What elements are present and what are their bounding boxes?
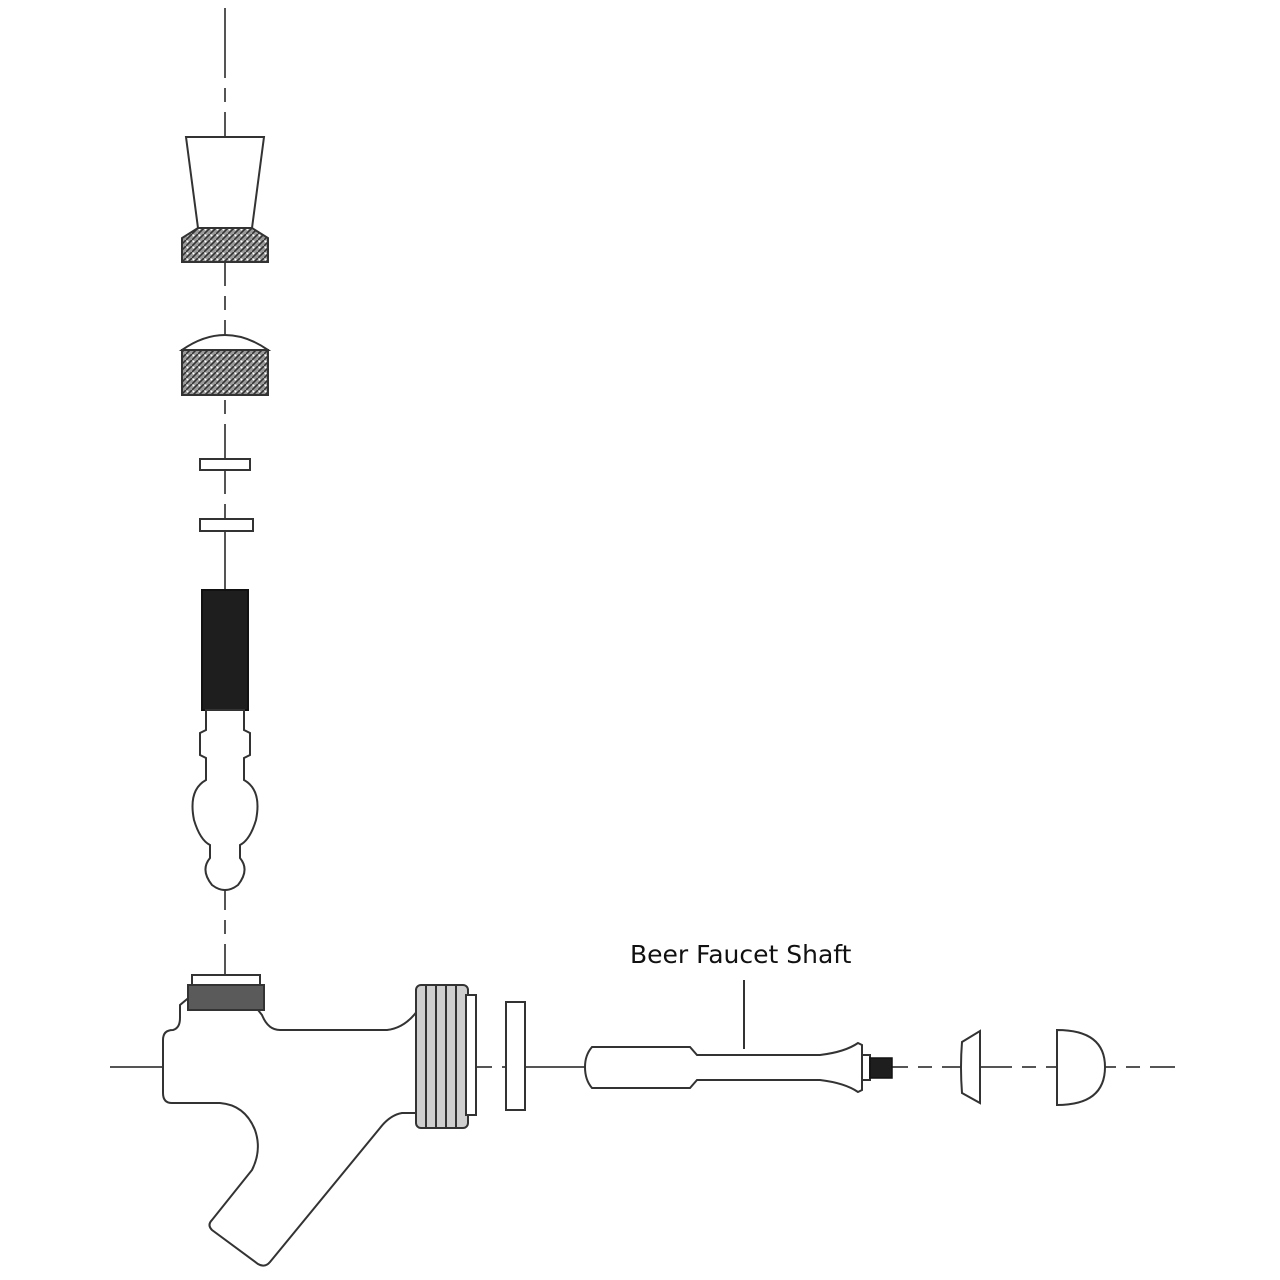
shaft-label: Beer Faucet Shaft (630, 940, 852, 969)
front-thread (415, 984, 477, 1129)
knurled-collar (178, 334, 272, 396)
shaft-thread (869, 1057, 893, 1079)
coupling-washer (505, 1001, 526, 1111)
top-thread (187, 984, 265, 1011)
handle-ferrule (181, 136, 269, 263)
beer-faucet-shaft (583, 1041, 893, 1094)
dome-cap (1056, 1028, 1107, 1107)
washer-lower (199, 518, 254, 532)
lever-with-grip (191, 589, 259, 891)
washer-upper (199, 458, 251, 471)
faucet-body (162, 974, 477, 1267)
shaft-seat-cap (960, 1029, 981, 1105)
